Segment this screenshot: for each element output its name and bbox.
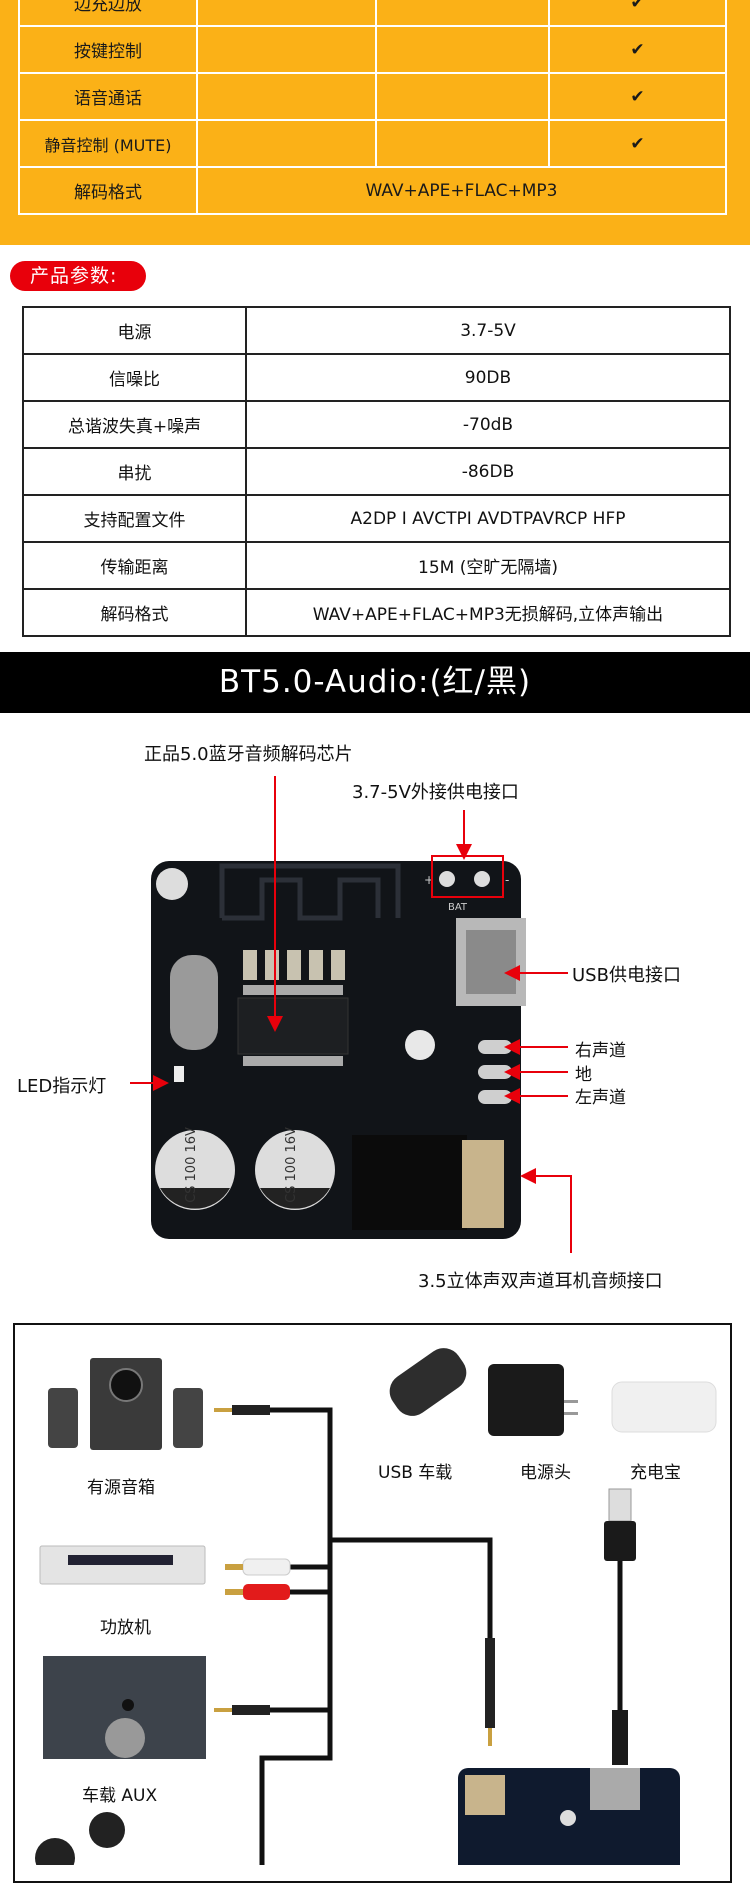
amplifier-label: 功放机: [100, 1618, 151, 1638]
car-aux-icon: [43, 1656, 206, 1759]
led-indicator-label: LED指示灯: [17, 1076, 107, 1097]
usb-car-charger-icon: [389, 1348, 467, 1416]
audio-plugs: [214, 1405, 495, 1746]
table-row: 按键控制✔: [18, 25, 727, 74]
svg-text:-: -: [505, 873, 509, 887]
usb-car-label: USB 车载: [378, 1463, 453, 1483]
svg-text:+: +: [424, 873, 434, 887]
ground-label: 地: [575, 1065, 592, 1085]
power-input-label: 3.7-5V外接供电接口: [352, 782, 519, 803]
table-row: 总谐波失真+噪声-70dB: [22, 400, 731, 449]
check-icon: ✔: [548, 0, 727, 27]
speaker-icon: [48, 1358, 203, 1450]
speakers-label: 有源音箱: [87, 1478, 155, 1498]
table-row: 串扰-86DB: [22, 447, 731, 496]
amplifier-icon: [39, 1545, 206, 1585]
powerbank-label: 充电宝: [630, 1463, 681, 1483]
chip-label: 正品5.0蓝牙音频解码芯片: [144, 744, 353, 765]
svg-text:BAT: BAT: [448, 902, 468, 913]
usb-cable: [604, 1488, 636, 1765]
pcb-board: CS 100 16V CS 100 16V + - BAT: [151, 861, 526, 1239]
check-icon: ✔: [548, 72, 727, 121]
pcb-board-small: [458, 1768, 680, 1865]
capacitor-label: CS 100 16V: [284, 1127, 299, 1203]
table-row: 语音通话✔: [18, 72, 727, 121]
car-aux-label: 车载 AUX: [82, 1786, 158, 1806]
callout-arrows: [130, 776, 572, 1253]
headphones-icon: [35, 1812, 125, 1865]
powerbank-icon: [611, 1381, 717, 1433]
left-channel-label: 左声道: [575, 1088, 626, 1108]
check-icon: ✔: [548, 25, 727, 74]
section-banner: BT5.0-Audio:(红/黑): [0, 652, 750, 713]
power-adapter-icon: [488, 1364, 578, 1436]
power-adapter-label: 电源头: [520, 1463, 571, 1483]
right-channel-label: 右声道: [575, 1041, 626, 1061]
table-row: 边充边放✔: [18, 0, 727, 27]
capacitor-label: CS 100 16V: [184, 1127, 199, 1203]
audio-cables: [259, 1407, 623, 1865]
usb-power-label: USB供电接口: [572, 965, 681, 986]
audio-jack-label: 3.5立体声双声道耳机音频接口: [418, 1271, 663, 1292]
params-title-badge: 产品参数:: [10, 261, 146, 291]
table-row: 静音控制 (MUTE)✔: [18, 119, 727, 168]
check-icon: ✔: [548, 119, 727, 168]
